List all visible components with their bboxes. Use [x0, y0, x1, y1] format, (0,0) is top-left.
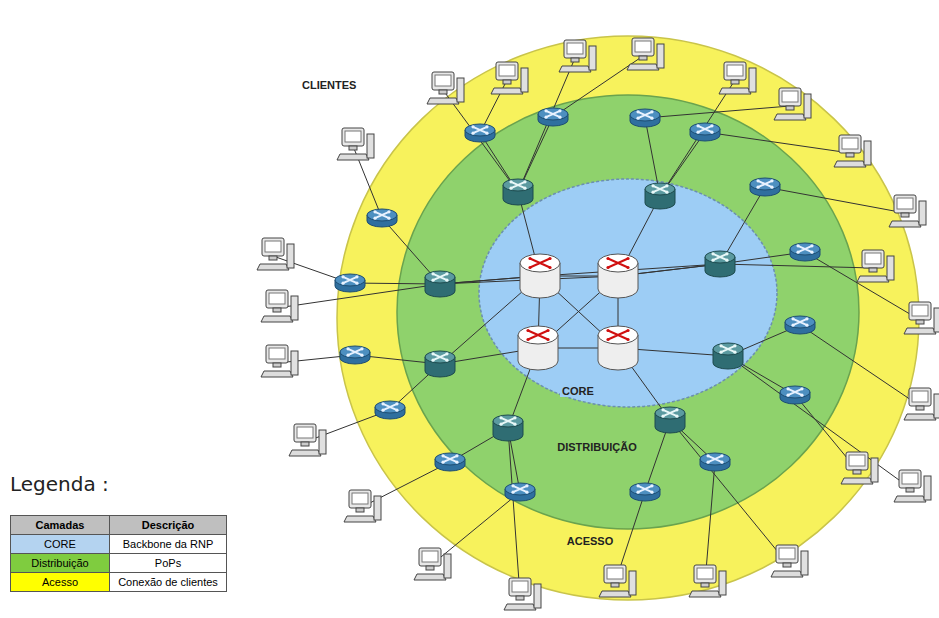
legend-swatch: Acesso [10, 572, 110, 592]
table-header-text: Camadas [36, 519, 85, 531]
client-computer [719, 62, 756, 94]
router-icon [785, 316, 815, 334]
router-icon [645, 183, 675, 209]
router-icon [538, 108, 568, 126]
group-label: CLIENTES [300, 79, 358, 91]
router-icon [630, 109, 660, 127]
router-icon [505, 483, 535, 501]
layer-label: ACESSO [565, 535, 615, 547]
client-computer [261, 345, 298, 377]
client-computer [857, 250, 894, 282]
client-computer [599, 565, 636, 597]
client-computer [491, 62, 528, 94]
router-icon [630, 483, 660, 501]
client-computer [257, 238, 294, 270]
client-computer [894, 470, 931, 502]
client-computer [771, 545, 808, 577]
client-computer [904, 302, 939, 334]
router-icon [375, 401, 405, 419]
layer-band: ACESSO DISTRIBUIÇÃO CORE [336, 35, 920, 601]
client-computer [904, 388, 939, 420]
client-computer [427, 72, 464, 104]
client-computer [261, 290, 298, 322]
client-computer [834, 135, 871, 167]
table-cell: PoPs [109, 553, 227, 573]
client-computer [344, 490, 381, 522]
router-icon [518, 326, 558, 370]
router-icon [335, 274, 365, 292]
router-icon [503, 179, 533, 205]
layer-band: DISTRIBUIÇÃO CORE [396, 94, 860, 530]
router-icon [493, 415, 523, 441]
router-icon [425, 351, 455, 377]
router-icon [780, 386, 810, 404]
router-icon [465, 124, 495, 142]
router-icon [655, 407, 685, 433]
router-icon [367, 209, 397, 227]
router-icon [598, 254, 638, 298]
layer-label: CORE [560, 385, 596, 397]
client-computer [889, 195, 926, 227]
client-computer [337, 128, 374, 160]
router-icon [790, 243, 820, 261]
table-cell-text: Conexão de clientes [118, 576, 218, 588]
legend-text: Distribuição [31, 557, 88, 569]
table-header: Descrição [109, 515, 227, 535]
client-computer [289, 424, 326, 456]
router-icon [705, 251, 735, 277]
client-computer [627, 38, 664, 70]
client-computer [414, 548, 451, 580]
layer-label: DISTRIBUIÇÃO [555, 441, 638, 453]
table-cell-text: Backbone da RNP [123, 538, 214, 550]
legend-text: Acesso [42, 576, 78, 588]
router-icon [520, 254, 560, 298]
router-icon [713, 343, 743, 369]
table-cell-text: PoPs [155, 557, 181, 569]
table-header: Camadas [10, 515, 110, 535]
legend-swatch: Distribuição [10, 553, 110, 573]
router-icon [435, 453, 465, 471]
router-icon [700, 453, 730, 471]
client-computer [841, 452, 878, 484]
table-cell: Conexão de clientes [109, 572, 227, 592]
table-header-text: Descrição [142, 519, 195, 531]
legend-text: CORE [44, 538, 76, 550]
router-icon [690, 123, 720, 141]
router-icon [750, 178, 780, 196]
client-computer [504, 578, 541, 610]
client-computer [689, 565, 726, 597]
router-icon [340, 346, 370, 364]
band-outline [336, 35, 920, 601]
table-cell: Backbone da RNP [109, 534, 227, 554]
legend-swatch: CORE [10, 534, 110, 554]
band-outline [396, 94, 860, 530]
legend-title: Legenda : [10, 472, 109, 496]
router-icon [425, 271, 455, 297]
client-computer [774, 88, 811, 120]
router-icon [598, 326, 638, 370]
client-computer [559, 40, 596, 72]
